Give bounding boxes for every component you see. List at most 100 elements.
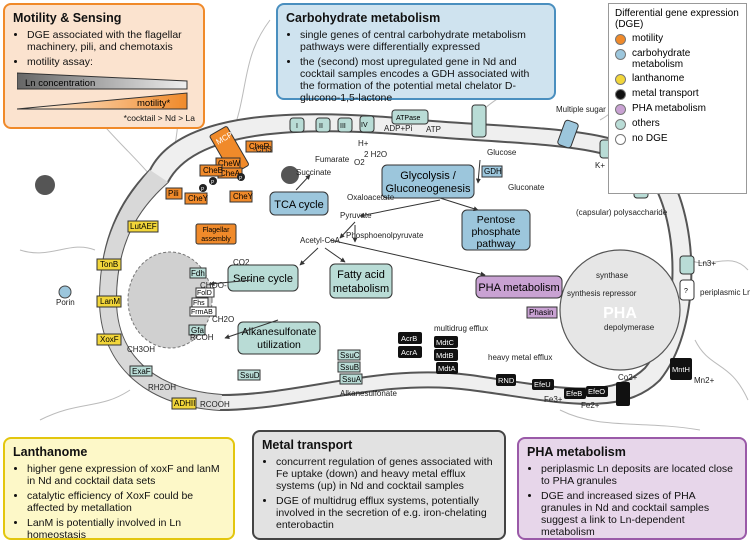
svg-text:II: II (319, 123, 323, 130)
pha-label: PHA (603, 305, 637, 322)
lanthanome-title: Lanthanome (13, 445, 88, 459)
metal-bullet: concurrent regulation of genes associate… (276, 456, 496, 492)
svg-text:CheB: CheB (203, 166, 223, 175)
svg-text:FolD: FolD (197, 290, 212, 297)
svg-text:Acetyl-CoA: Acetyl-CoA (300, 236, 341, 245)
svg-text:2 H2O: 2 H2O (364, 150, 387, 159)
svg-text:MntH: MntH (672, 365, 690, 374)
reaction-arrows (209, 159, 486, 339)
svg-text:TCA cycle: TCA cycle (274, 199, 324, 211)
svg-text:Fumarate: Fumarate (315, 155, 350, 164)
svg-text:ADHII: ADHII (174, 399, 195, 408)
lanthanome-panel: Lanthanome higher gene expression of xox… (3, 437, 235, 541)
svg-text:Gluconate: Gluconate (508, 183, 545, 192)
svg-text:SsuA: SsuA (342, 375, 362, 384)
svg-text:Serine cycle: Serine cycle (233, 273, 293, 285)
svg-text:depolymerase: depolymerase (604, 323, 655, 332)
legend-item: lanthanome (615, 73, 740, 85)
svg-text:metabolism: metabolism (333, 283, 389, 295)
svg-text:phosphate: phosphate (471, 226, 520, 238)
svg-text:Gfa: Gfa (191, 326, 204, 335)
pha-bullet: DGE and increased sizes of PHA granules … (541, 490, 737, 538)
lanthanome-bullet: LanM is potentially involved in Ln homeo… (27, 517, 225, 541)
svg-text:Phasin: Phasin (529, 308, 553, 317)
svg-text:RCOH: RCOH (190, 333, 214, 342)
svg-text:EfeB: EfeB (566, 389, 582, 398)
legend-swatch (615, 134, 626, 145)
svg-text:P: P (211, 180, 215, 186)
svg-text:Ln3+: Ln3+ (698, 259, 716, 268)
svg-text:Flagellar: Flagellar (203, 227, 231, 234)
svg-text:Fatty acid: Fatty acid (337, 269, 385, 281)
svg-text:AcrB: AcrB (401, 334, 417, 343)
svg-text:CH3OH: CH3OH (127, 345, 155, 354)
svg-text:synthesis repressor: synthesis repressor (567, 289, 637, 298)
svg-text:P: P (239, 176, 243, 182)
legend-label: others (632, 118, 660, 129)
legend-item: carbohydrate metabolism (615, 48, 740, 70)
svg-text:FrmAB: FrmAB (191, 309, 213, 316)
svg-text:CheW: CheW (218, 159, 241, 168)
svg-text:pathway: pathway (476, 238, 516, 250)
legend-swatch (615, 104, 626, 115)
svg-text:H+: H+ (358, 139, 369, 148)
svg-text:Fe2+: Fe2+ (581, 401, 600, 410)
svg-text:Pyruvate: Pyruvate (340, 211, 372, 220)
svg-text:Fe3+: Fe3+ (544, 395, 563, 404)
svg-text:Alkanesulfonate: Alkanesulfonate (340, 389, 397, 398)
legend-item: PHA metabolism (615, 103, 740, 115)
svg-text:CheA: CheA (220, 169, 241, 178)
porin-icon (58, 285, 72, 299)
carbohydrate-bullet: single genes of central carbohydrate met… (300, 29, 546, 53)
svg-text:I: I (296, 123, 298, 130)
svg-text:MdtB: MdtB (436, 351, 454, 360)
pathway-alkanesulfonate: Alkanesulfonate utilization (237, 321, 321, 355)
svg-text:?: ? (684, 288, 688, 295)
svg-text:AcrA: AcrA (401, 348, 417, 357)
legend-swatch (615, 89, 626, 100)
legend-swatch (615, 34, 626, 45)
metal-transport-genes: AcrB AcrA MdtC MdtB MdtA RND EfeU EfeB E… (398, 332, 692, 406)
legend-label: lanthanome (632, 73, 685, 84)
legend-label: no DGE (632, 133, 668, 144)
svg-text:CH2O: CH2O (212, 315, 234, 324)
svg-text:Glucose: Glucose (487, 148, 517, 157)
svg-text:GDH: GDH (484, 167, 502, 176)
motility-panel: Motility & Sensing DGE associated with t… (3, 3, 205, 129)
svg-text:III: III (340, 123, 346, 130)
pathway-tca: TCA cycle (269, 191, 329, 216)
assay-ln-label: Ln concentration (25, 78, 95, 89)
svg-text:ExaF: ExaF (132, 367, 151, 376)
legend-label: motility (632, 33, 664, 44)
legend-item: metal transport (615, 88, 740, 100)
membrane-proteins: I II III IV ATPase ? (289, 104, 695, 301)
pha-granule: PHA (559, 249, 681, 371)
svg-text:Pentose: Pentose (477, 214, 516, 226)
svg-text:Multiple sugar: Multiple sugar (556, 105, 606, 114)
svg-text:ATPase: ATPase (396, 115, 420, 122)
legend-swatch (615, 74, 626, 85)
svg-text:RND: RND (498, 376, 515, 385)
legend-swatch (615, 119, 626, 130)
svg-text:MdtC: MdtC (436, 338, 455, 347)
svg-text:Phosphoenolpyruvate: Phosphoenolpyruvate (346, 231, 424, 240)
svg-text:RCOOH: RCOOH (200, 400, 230, 409)
pathway-fatty-acid: Fatty acid metabolism (329, 263, 393, 299)
lanthanome-genes: LutAEF TonB LanM XoxF ADHII (96, 220, 197, 410)
metal-transport-panel: Metal transport concurrent regulation of… (252, 430, 506, 540)
svg-text:Succinate: Succinate (296, 168, 332, 177)
pathway-glycolysis: Glycolysis / Gluconeogenesis (381, 164, 475, 199)
pathway-serine: Serine cycle (227, 264, 299, 292)
pha-panel: PHA metabolism periplasmic Ln deposits a… (517, 437, 747, 540)
metabolite-labels: Glucose Gluconate Oxaloacetate Pyruvate … (56, 105, 750, 410)
legend-title: Differential gene expression (DGE) (615, 8, 739, 30)
carbohydrate-bullet: the (second) most upregulated gene in Nd… (300, 56, 546, 104)
svg-text:CO2: CO2 (233, 258, 250, 267)
svg-text:PHA metabolism: PHA metabolism (478, 282, 559, 294)
legend-label: metal transport (632, 88, 699, 99)
svg-text:P: P (201, 187, 205, 193)
svg-text:-CH3: -CH3 (253, 145, 272, 154)
lanthanome-bullet: catalytic efficiency of XoxF could be af… (27, 490, 225, 514)
motility-bullet: motility assay: (27, 56, 195, 68)
svg-text:CheR: CheR (249, 142, 270, 151)
